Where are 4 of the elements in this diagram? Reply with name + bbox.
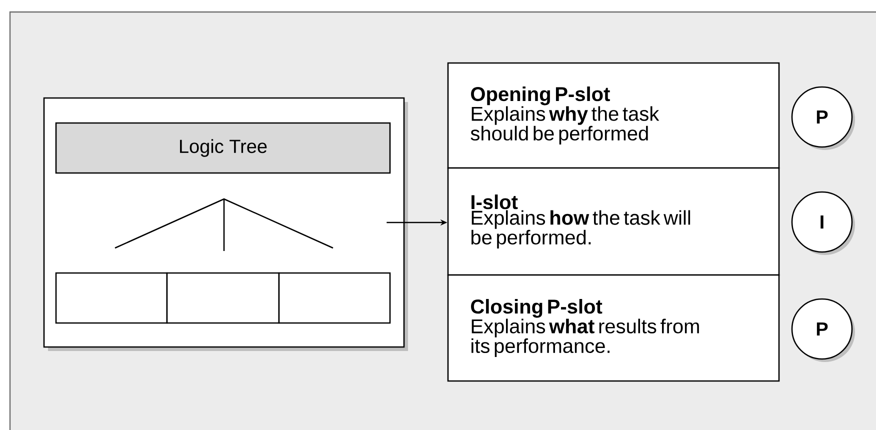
title-box: Logic Tree (55, 122, 391, 174)
slot-box: Closing P-slot Explains what results from its performance. (447, 274, 780, 382)
slot-box: Opening P-slot Explains why the task should be performed (447, 62, 780, 169)
slot-box: I-slot Explains how the task will be performed. (447, 167, 780, 276)
